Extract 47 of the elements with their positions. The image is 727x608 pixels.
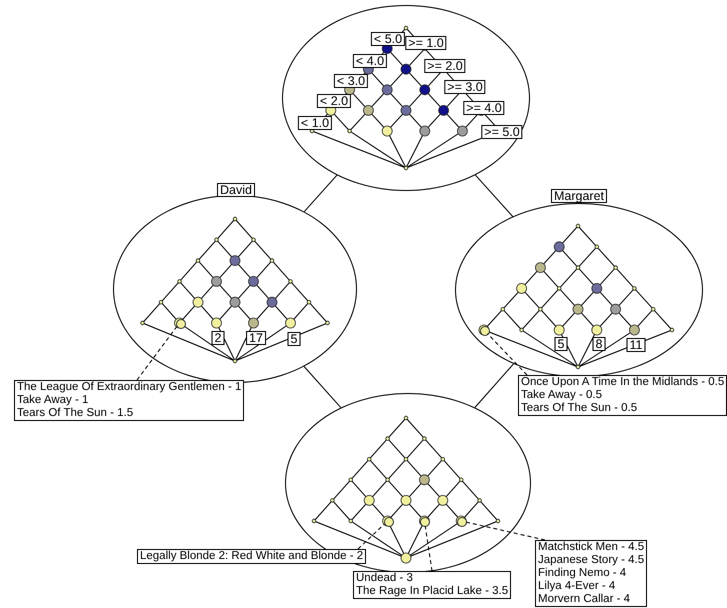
threshold-label: >= 2.0 xyxy=(424,59,466,73)
movie-rating-text: Matchstick Men - 4.5 xyxy=(538,541,644,554)
threshold-label: >= 5.0 xyxy=(481,125,523,139)
threshold-label: < 1.0 xyxy=(298,116,332,130)
movie-rating-text: The Rage In Placid Lake - 3.5 xyxy=(356,585,508,598)
annotation-box xyxy=(518,375,727,416)
movie-rating-text: Once Upon A Time In the Midlands - 0.5 xyxy=(521,376,724,389)
count-label: 17 xyxy=(246,331,266,345)
count-label: 5 xyxy=(288,332,300,346)
person-name-label: Margaret xyxy=(550,189,608,203)
connector-line xyxy=(474,363,514,408)
annotation-box xyxy=(535,540,648,607)
movie-rating-text: Undead - 3 xyxy=(356,572,414,585)
movie-rating-text: Lilya 4-Ever - 4 xyxy=(538,580,616,593)
threshold-label: >= 1.0 xyxy=(405,36,447,50)
annotation-box xyxy=(137,549,366,564)
person-name-label: David xyxy=(217,183,255,197)
movie-rating-text: Legally Blonde 2: Red White and Blonde - 2 xyxy=(140,550,364,563)
movie-rating-text: Tears Of The Sun - 1.5 xyxy=(17,407,134,420)
connector-line xyxy=(304,366,342,408)
leader-line xyxy=(136,326,177,380)
movie-rating-text: Tears Of The Sun - 0.5 xyxy=(521,402,638,415)
leader-line xyxy=(424,525,432,572)
annotation-box xyxy=(353,571,512,599)
leader-line xyxy=(358,524,384,550)
movie-rating-text: Finding Nemo - 4 xyxy=(538,567,628,580)
movie-rating-text: The League Of Extraordinary Gentlemen - 1 xyxy=(17,381,242,394)
movie-rating-text: Take Away - 0.5 xyxy=(521,389,603,402)
movie-rating-text: Japanese Story - 4.5 xyxy=(538,554,644,567)
cluster-ellipse xyxy=(282,5,530,191)
connector-line xyxy=(474,174,514,217)
movie-rating-text: Take Away - 1 xyxy=(17,394,90,407)
threshold-label: < 3.0 xyxy=(334,74,368,88)
count-label: 2 xyxy=(212,331,224,345)
movie-rating-text: Morvern Callar - 4 xyxy=(538,593,632,606)
threshold-label: < 2.0 xyxy=(316,94,352,108)
count-label: 8 xyxy=(592,337,606,351)
threshold-label: < 4.0 xyxy=(352,54,388,68)
leader-line xyxy=(466,522,546,540)
threshold-label: < 5.0 xyxy=(370,32,406,46)
count-label: 5 xyxy=(554,337,568,351)
connector-line xyxy=(304,174,338,212)
count-label: 11 xyxy=(626,338,646,352)
threshold-label: >= 4.0 xyxy=(463,101,505,115)
annotation-box xyxy=(14,380,244,421)
leader-line xyxy=(487,333,528,376)
threshold-label: >= 3.0 xyxy=(444,80,486,94)
